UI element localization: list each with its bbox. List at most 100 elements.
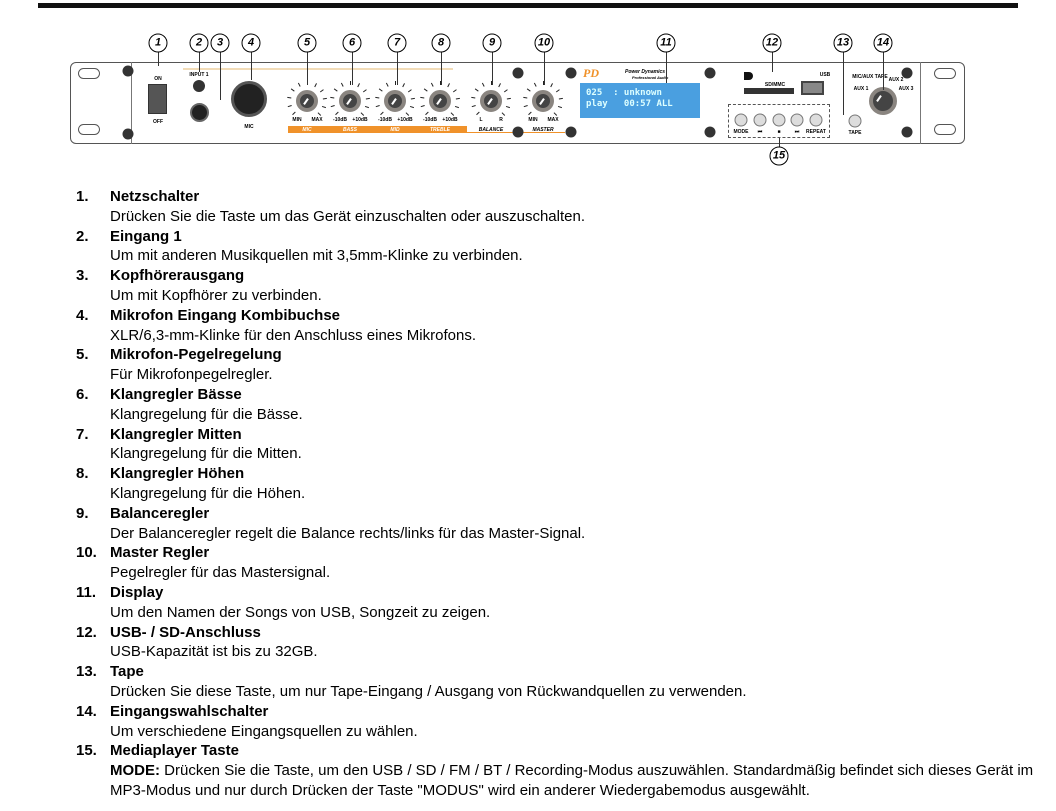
item-desc-text: Um verschiedene Eingangsquellen zu wähle… <box>110 722 418 740</box>
item-desc-text: Pegelregler für das Mastersignal. <box>110 564 331 582</box>
item-description: Drücken Sie diese Taste, um nur Tape-Ein… <box>76 682 1036 702</box>
item-desc-text: USB-Kapazität ist bis zu 32GB. <box>110 643 318 661</box>
selector-label: AUX 1 <box>853 86 869 92</box>
knob-min-label: -10dB <box>423 117 437 123</box>
callout-leader <box>492 52 493 85</box>
knob-max-label: +10dB <box>442 117 458 123</box>
callout-leader <box>666 52 667 83</box>
brand-name: Power Dynamics <box>625 69 666 75</box>
rack-slot <box>78 124 100 135</box>
item-desc-text: Drücken Sie die Taste um das Gerät einzu… <box>110 207 585 225</box>
item-title: Balanceregler <box>110 504 210 522</box>
list-item: 14. Eingangswahlschalter Um verschiedene E… <box>76 702 1036 742</box>
item-title: Mikrofon-Pegelregelung <box>110 346 282 364</box>
knob-scale-tick <box>440 81 441 85</box>
item-description: USB-Kapazität ist bis zu 32GB. <box>76 642 1036 662</box>
item-number: 6. <box>76 385 89 403</box>
item-title: Master Regler <box>110 544 210 562</box>
control-label-strip <box>288 126 467 133</box>
item-number: 10. <box>76 544 97 562</box>
callout-number: 14 <box>873 33 893 53</box>
item-title: Mediaplayer Taste <box>110 742 239 760</box>
callout-leader <box>441 52 442 85</box>
screw <box>512 67 524 79</box>
item-description: Um mit anderen Musikquellen mit 3,5mm-Kl… <box>76 246 1036 266</box>
item-description: Klangregelung für die Höhen. <box>76 484 1036 504</box>
item-description: Um verschiedene Eingangsquellen zu wähle… <box>76 722 1036 742</box>
screw <box>122 65 134 77</box>
item-title: Klangregler Bässe <box>110 385 242 403</box>
player-button <box>753 113 767 127</box>
item-desc-text: Drücken Sie die Taste, um den USB / SD /… <box>110 762 1034 799</box>
item-description: Klangregelung für die Mitten. <box>76 444 1036 464</box>
callout-number: 15 <box>769 146 789 166</box>
item-description: Pegelregler für das Mastersignal. <box>76 563 1036 583</box>
sd-slot <box>744 88 794 94</box>
item-number: 14. <box>76 702 97 720</box>
item-desc-text: Um den Namen der Songs von USB, Songzeit… <box>110 603 491 621</box>
callout-leader <box>883 52 884 90</box>
item-number: 9. <box>76 504 89 522</box>
tape-button <box>848 114 862 128</box>
callout-number: 12 <box>762 33 782 53</box>
power-on-label: ON <box>154 76 162 82</box>
item-desc-text: Um mit Kopfhörer zu verbinden. <box>110 286 322 304</box>
selector-label: AUX 2 <box>888 77 904 83</box>
strip-label: MID <box>390 127 400 133</box>
knob-max-label: +10dB <box>352 117 368 123</box>
player-button-label: REPEAT <box>806 129 826 135</box>
mic-level-knob <box>296 90 318 112</box>
item-title: USB- / SD-Anschluss <box>110 623 261 641</box>
item-number: 15. <box>76 742 97 760</box>
item-title: Netzschalter <box>110 188 200 205</box>
display-line-2: play 00:57 ALL <box>586 99 673 109</box>
callout-number: 7 <box>387 33 407 53</box>
item-description: XLR/6,3-mm-Klinke für den Anschluss eine… <box>76 326 1036 346</box>
callout-leader <box>158 52 159 66</box>
knob-min-label: MIN <box>528 117 538 123</box>
callout-leader <box>251 52 252 80</box>
item-title: Tape <box>110 663 144 681</box>
usb-port <box>801 81 824 95</box>
item-description: Um mit Kopfhörer zu verbinden. <box>76 286 1036 306</box>
callout-leader <box>843 52 844 115</box>
callout-number: 11 <box>656 33 676 53</box>
item-title: Display <box>110 583 164 601</box>
input-1-jack <box>193 80 205 92</box>
knob-scale-tick <box>543 81 544 85</box>
strip-label: MIC <box>302 127 312 133</box>
item-desc-text: Klangregelung für die Bässe. <box>110 405 303 423</box>
callout-leader <box>199 52 200 72</box>
item-desc-bold: MODE: <box>110 762 160 780</box>
rack-ear-left <box>70 62 132 144</box>
callout-leader <box>544 52 545 85</box>
item-description: Um den Namen der Songs von USB, Songzeit… <box>76 603 1036 623</box>
rack-slot <box>934 68 956 79</box>
player-button-label: ■ <box>777 129 781 135</box>
knob-min-label: -10dB <box>378 117 392 123</box>
treble-knob <box>429 90 451 112</box>
item-title: Eingangswahlschalter <box>110 702 269 720</box>
player-button-label: ⏮ <box>757 129 763 135</box>
mic-combo-jack <box>231 81 267 117</box>
player-button <box>809 113 823 127</box>
balance-knob <box>480 90 502 112</box>
item-desc-text: Der Balanceregler regelt die Balance rec… <box>110 524 586 542</box>
player-button-label: MODE <box>733 129 749 135</box>
screw <box>901 67 913 79</box>
knob-max-label: R <box>499 117 503 123</box>
strip-label: BALANCE <box>478 127 504 133</box>
item-number: 3. <box>76 267 89 285</box>
item-title: Klangregler Mitten <box>110 425 242 443</box>
panel-trim <box>183 68 453 70</box>
strip-label: BASS <box>343 127 357 133</box>
